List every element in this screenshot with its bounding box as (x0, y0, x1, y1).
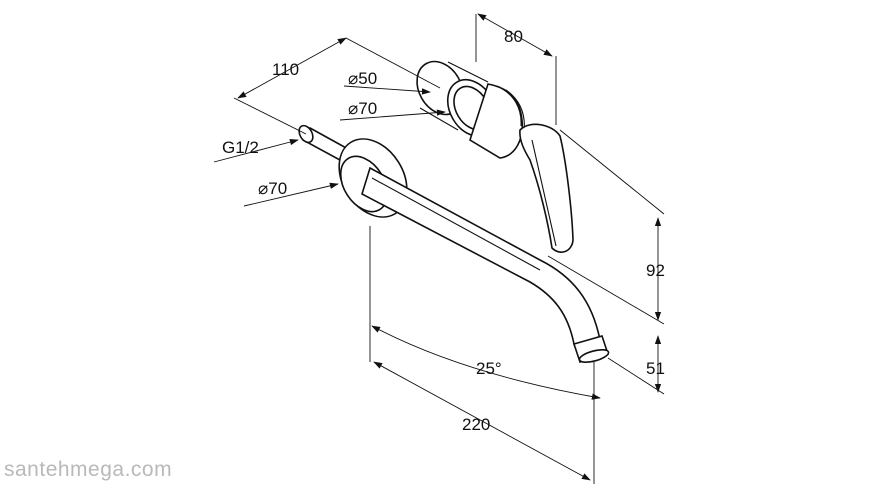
dimension-diameter-70-bottom: ⌀70 (243, 179, 339, 207)
dimension-80: 80 (475, 13, 557, 125)
dim-d70-top-label: ⌀70 (348, 99, 377, 118)
dimension-220: 220 (373, 361, 595, 484)
dim-thread-label: G1/2 (222, 138, 259, 157)
dim-d50-label: ⌀50 (348, 69, 377, 88)
dim-110-label: 110 (272, 60, 299, 79)
dimension-thread: G1/2 (213, 138, 299, 163)
mixer-body (416, 60, 574, 253)
dimension-diameter-50: ⌀50 (343, 69, 431, 95)
dim-92-label: 92 (646, 261, 665, 280)
dim-220-label: 220 (462, 415, 490, 434)
dimension-diameter-70-top: ⌀70 (339, 99, 446, 121)
dim-80-label: 80 (504, 27, 523, 46)
dim-angle-label: 25° (476, 359, 502, 378)
dimension-92: 92 (547, 129, 665, 325)
watermark: santehmega.com (4, 458, 173, 481)
dim-51-label: 51 (646, 359, 665, 378)
dim-d70-bottom-label: ⌀70 (258, 179, 287, 198)
dimension-110: 110 (233, 37, 441, 135)
dimension-51: 51 (607, 335, 665, 395)
